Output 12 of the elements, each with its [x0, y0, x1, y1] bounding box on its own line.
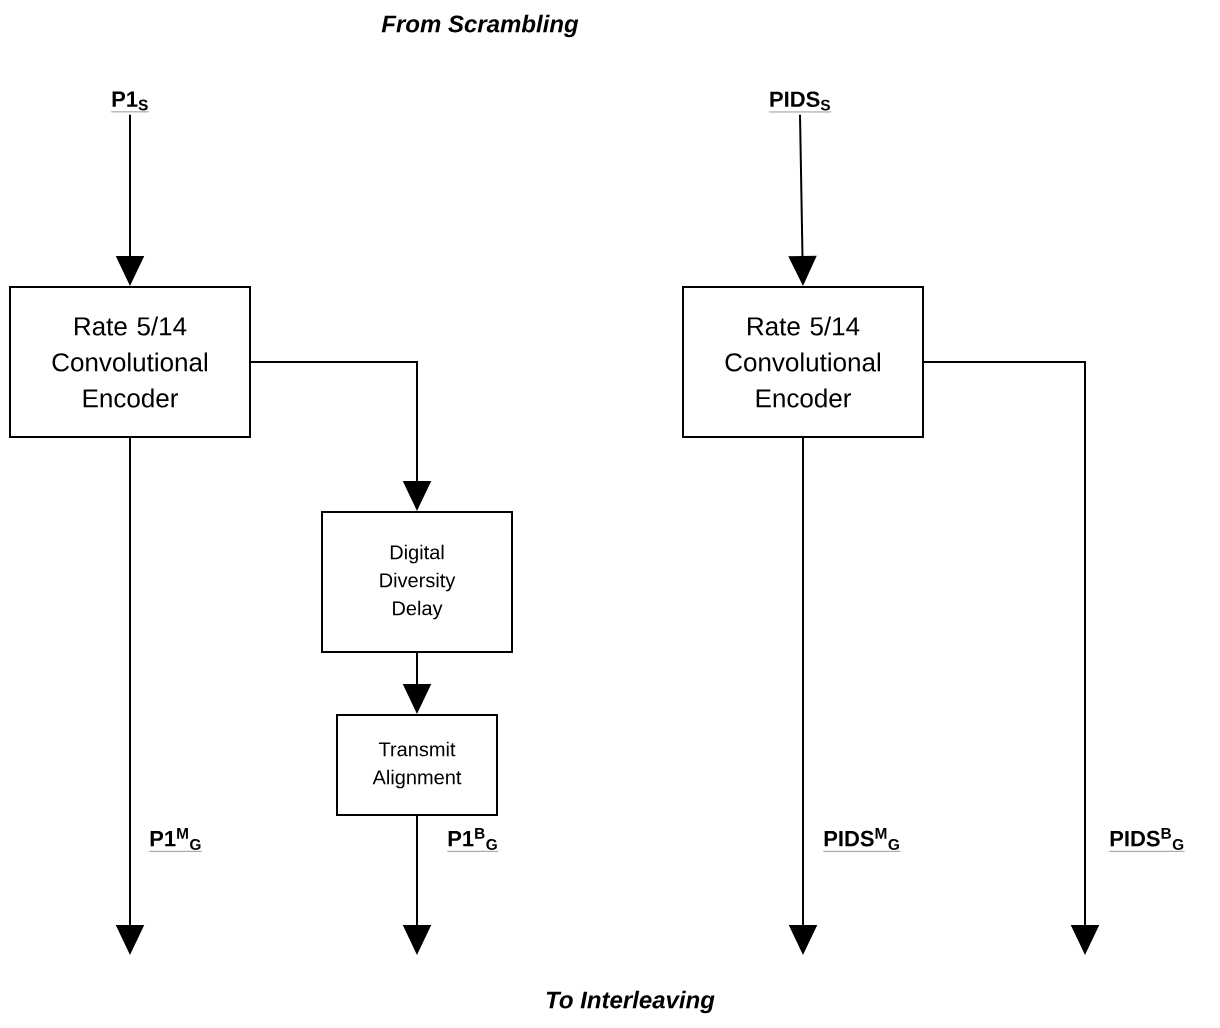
- signal-label: PIDS$_{S}$: [768, 91, 832, 113]
- process-box: Digital Diversity Delay: [321, 511, 513, 653]
- edge-label: P1$^{M}$G: [149, 828, 203, 852]
- edge-label: P1$^{B}$G: [447, 828, 499, 852]
- process-box: Rate 5/14 Convolutional Encoder: [682, 286, 924, 438]
- process-box: Transmit Alignment: [336, 714, 498, 816]
- edge-label: PIDS$^{B}$G: [1109, 828, 1185, 852]
- edge-label: PIDS$^{M}$G: [823, 828, 901, 852]
- process-box: Rate 5/14 Convolutional Encoder: [9, 286, 251, 438]
- title: From Scrambling: [381, 14, 579, 38]
- footer-label: To Interleaving: [546, 990, 715, 1014]
- signal-label: P1$_{S}$: [110, 91, 150, 113]
